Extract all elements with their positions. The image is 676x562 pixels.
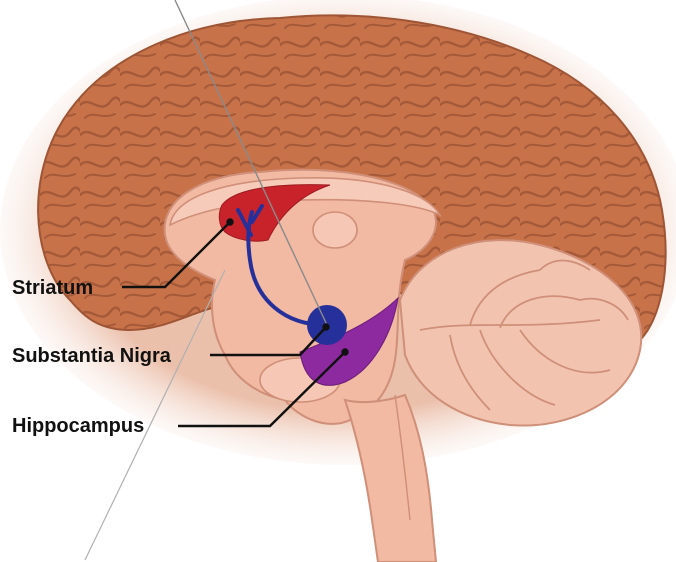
- substantia-nigra-label: Substantia Nigra: [12, 346, 171, 366]
- thalamus: [313, 212, 357, 248]
- hippocampus-label: Hippocampus: [12, 416, 144, 436]
- striatum-label: Striatum: [12, 278, 93, 298]
